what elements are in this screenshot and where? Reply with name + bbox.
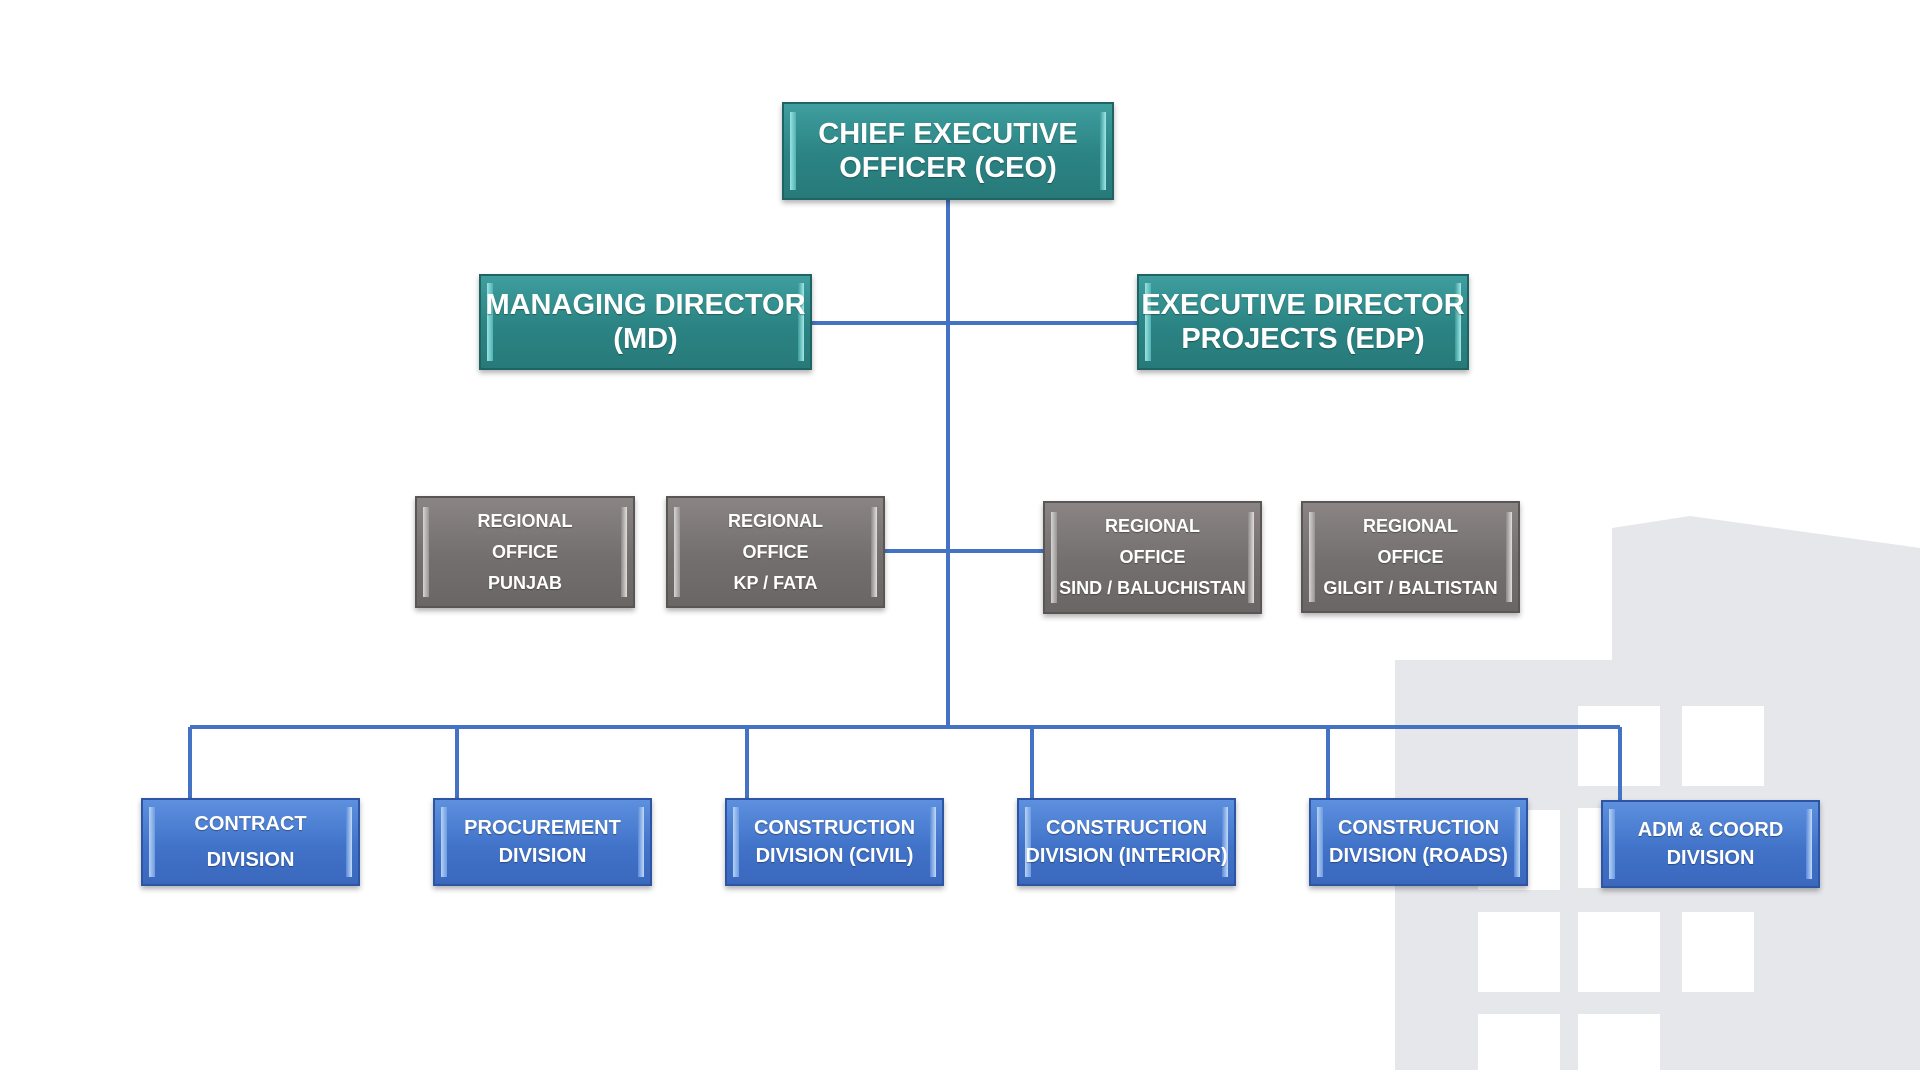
regional-office-kp-fata-box[interactable]: REGIONAL OFFICE KP / FATA <box>666 496 885 608</box>
punjab-label-line-3: PUNJAB <box>487 572 562 593</box>
procurement-label-line-2: DIVISION <box>498 845 587 867</box>
kp-fata-label-line-1: REGIONAL <box>727 510 823 531</box>
md-label-line-1: MANAGING DIRECTOR <box>485 289 806 321</box>
ceo-label-line-2: OFFICER (CEO) <box>839 152 1057 184</box>
kp-fata-label-line-3: KP / FATA <box>733 572 818 593</box>
regional-office-gilgit-baltistan-box[interactable]: REGIONAL OFFICE GILGIT / BALTISTAN <box>1301 501 1520 613</box>
procurement-division-box[interactable]: PROCUREMENT DIVISION <box>433 798 652 886</box>
managing-director-box[interactable]: MANAGING DIRECTOR (MD) <box>479 274 812 370</box>
contract-label-line-1: CONTRACT <box>194 813 307 835</box>
regional-office-punjab-box[interactable]: REGIONAL OFFICE PUNJAB <box>415 496 635 608</box>
civil-label-line-1: CONSTRUCTION <box>753 817 916 839</box>
contract-label-line-2: DIVISION <box>206 849 295 871</box>
edp-label-line-2: PROJECTS (EDP) <box>1181 323 1425 355</box>
kp-fata-label-line-2: OFFICE <box>742 541 809 562</box>
ceo-box[interactable]: CHIEF EXECUTIVE OFFICER (CEO) <box>782 102 1114 200</box>
sind-label-line-2: OFFICE <box>1119 547 1186 567</box>
adm-label-line-1: ADM & COORD <box>1637 819 1784 841</box>
punjab-label-line-2: OFFICE <box>492 541 558 562</box>
regional-office-sind-baluchistan-box[interactable]: REGIONAL OFFICE SIND / BALUCHISTAN <box>1043 501 1262 614</box>
construction-division-interior-box[interactable]: CONSTRUCTION DIVISION (INTERIOR) <box>1017 798 1236 886</box>
sind-label-line-3: SIND / BALUCHISTAN <box>1059 578 1246 598</box>
contract-division-box[interactable]: CONTRACT DIVISION <box>141 798 360 886</box>
adm-coord-division-box[interactable]: ADM & COORD DIVISION <box>1601 800 1820 888</box>
punjab-label-line-1: REGIONAL <box>477 510 573 531</box>
ceo-label-line-1: CHIEF EXECUTIVE <box>818 118 1078 150</box>
executive-director-projects-box[interactable]: EXECUTIVE DIRECTOR PROJECTS (EDP) <box>1137 274 1469 370</box>
interior-label-line-1: CONSTRUCTION <box>1045 817 1208 839</box>
gilgit-label-line-2: OFFICE <box>1377 546 1444 567</box>
adm-label-line-2: DIVISION <box>1666 847 1755 869</box>
construction-division-roads-box[interactable]: CONSTRUCTION DIVISION (ROADS) <box>1309 798 1528 886</box>
roads-label-line-1: CONSTRUCTION <box>1337 817 1500 839</box>
roads-label-line-2: DIVISION (ROADS) <box>1329 845 1508 867</box>
md-label-line-2: (MD) <box>613 323 678 355</box>
procurement-label-line-1: PROCUREMENT <box>464 817 621 839</box>
gilgit-label-line-1: REGIONAL <box>1362 515 1458 536</box>
construction-division-civil-box[interactable]: CONSTRUCTION DIVISION (CIVIL) <box>725 798 944 886</box>
interior-label-line-2: DIVISION (INTERIOR) <box>1025 845 1228 867</box>
gilgit-label-line-3: GILGIT / BALTISTAN <box>1323 577 1498 598</box>
edp-label-line-1: EXECUTIVE DIRECTOR <box>1141 289 1465 321</box>
sind-label-line-1: REGIONAL <box>1104 516 1200 536</box>
civil-label-line-2: DIVISION (CIVIL) <box>755 845 914 867</box>
